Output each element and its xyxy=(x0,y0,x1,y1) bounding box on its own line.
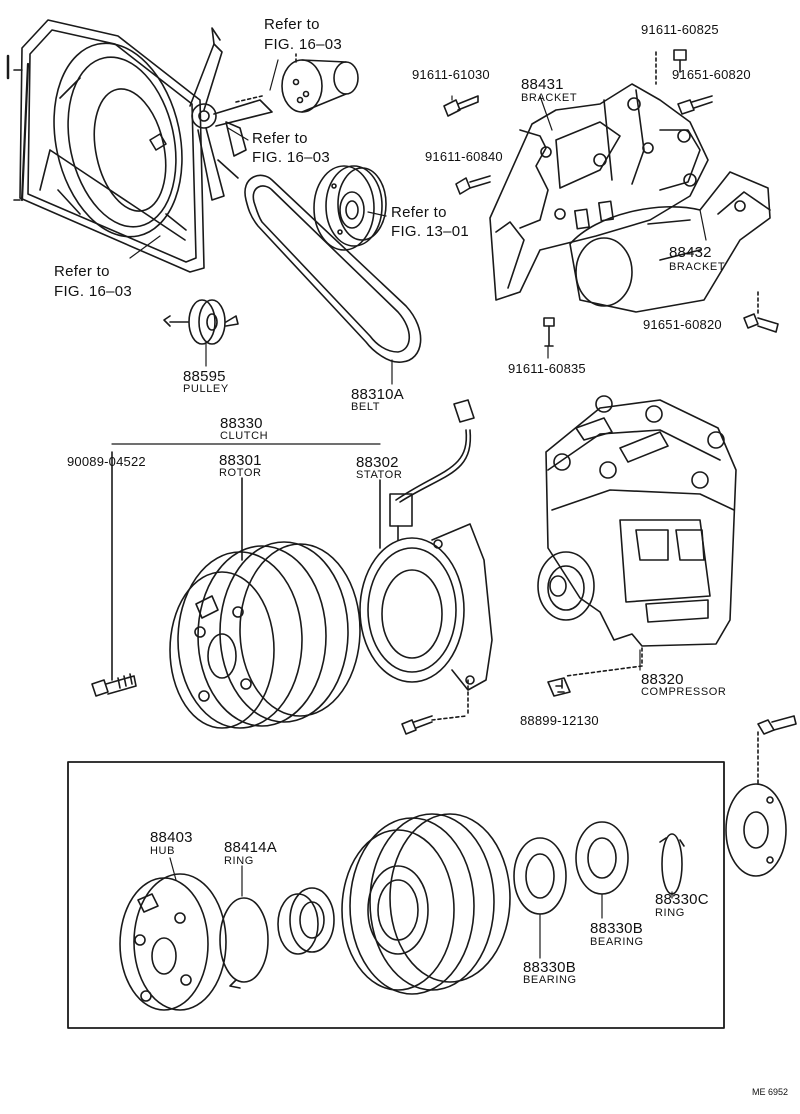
label-91651-60820-bottom: 91651-60820 xyxy=(643,317,722,332)
fan-drawing xyxy=(189,27,273,201)
compressor-drawing xyxy=(537,395,737,697)
ref-fig-16-03-fan-line1: Refer to xyxy=(252,130,308,147)
label-rotor-number: 88301 xyxy=(219,452,262,469)
label-bearing-upper-number: 88330B xyxy=(590,920,643,937)
ref-fig-16-03-shroud-line1: Refer to xyxy=(54,263,110,280)
fan-hub-drawing xyxy=(281,53,359,113)
label-ring-c-number: 88330C xyxy=(655,891,709,908)
label-rotor-name: ROTOR xyxy=(219,467,262,479)
label-ring-a-number: 88414A xyxy=(224,839,277,856)
label-bearing-lower-name: BEARING xyxy=(523,974,577,986)
label-90089-04522: 90089-04522 xyxy=(67,454,146,469)
exploded-view-frame xyxy=(67,761,725,1029)
label-bearing-lower-number: 88330B xyxy=(523,959,576,976)
label-bracket-88431-number: 88431 xyxy=(521,76,564,93)
label-ring-a-name: RING xyxy=(224,855,254,867)
clutch-assembly-drawing xyxy=(91,399,493,735)
label-bracket-88432-name: BRACKET xyxy=(669,261,726,273)
label-pulley-name: PULLEY xyxy=(183,383,229,395)
label-88899-12130: 88899-12130 xyxy=(520,713,599,728)
label-91611-61030: 91611-61030 xyxy=(412,67,490,82)
label-91611-60840: 91611-60840 xyxy=(425,149,503,164)
label-belt-name: BELT xyxy=(351,401,381,413)
label-compressor-name: COMPRESSOR xyxy=(641,686,727,698)
label-stator-name: STATOR xyxy=(356,469,403,481)
belt-drawing xyxy=(244,174,422,363)
ref-fig-13-01-line1: Refer to xyxy=(391,204,447,221)
ref-fig-16-03-shroud-line2: FIG. 16–03 xyxy=(54,283,133,300)
figure-code: ME 6952 xyxy=(752,1087,789,1097)
bracket-88431-drawing xyxy=(489,83,709,301)
ref-fig-13-01-line2: FIG. 13–01 xyxy=(391,223,470,240)
idler-pulley-drawing xyxy=(163,299,239,345)
ref-fig-16-03-top-line1: Refer to xyxy=(264,16,320,33)
label-ring-c-name: RING xyxy=(655,907,685,919)
bracket-88432-drawing xyxy=(569,171,771,313)
label-hub-name: HUB xyxy=(150,845,176,857)
label-clutch-number: 88330 xyxy=(220,415,263,432)
label-91611-60835: 91611-60835 xyxy=(508,361,586,376)
fan-shroud-drawing xyxy=(6,19,205,273)
label-hub-number: 88403 xyxy=(150,829,193,846)
water-pump-pulley-drawing xyxy=(313,165,387,251)
label-clutch-name: CLUTCH xyxy=(220,430,269,442)
label-compressor-number: 88320 xyxy=(641,671,684,688)
label-bearing-upper-name: BEARING xyxy=(590,936,644,948)
label-bracket-88432-number: 88432 xyxy=(669,244,712,261)
label-91651-60820-top: 91651-60820 xyxy=(672,67,751,82)
leader-lines xyxy=(111,59,707,959)
label-belt-number: 88310A xyxy=(351,386,404,403)
ref-fig-16-03-top-line2: FIG. 16–03 xyxy=(264,36,343,53)
ref-fig-16-03-fan-line2: FIG. 16–03 xyxy=(252,149,331,166)
small-bolts-top xyxy=(443,49,779,347)
label-91611-60825: 91611-60825 xyxy=(641,22,719,37)
label-pulley-number: 88595 xyxy=(183,368,226,385)
label-stator-number: 88302 xyxy=(356,454,399,471)
exploded-view-drawing xyxy=(119,715,797,1011)
label-bracket-88431-name: BRACKET xyxy=(521,92,578,104)
